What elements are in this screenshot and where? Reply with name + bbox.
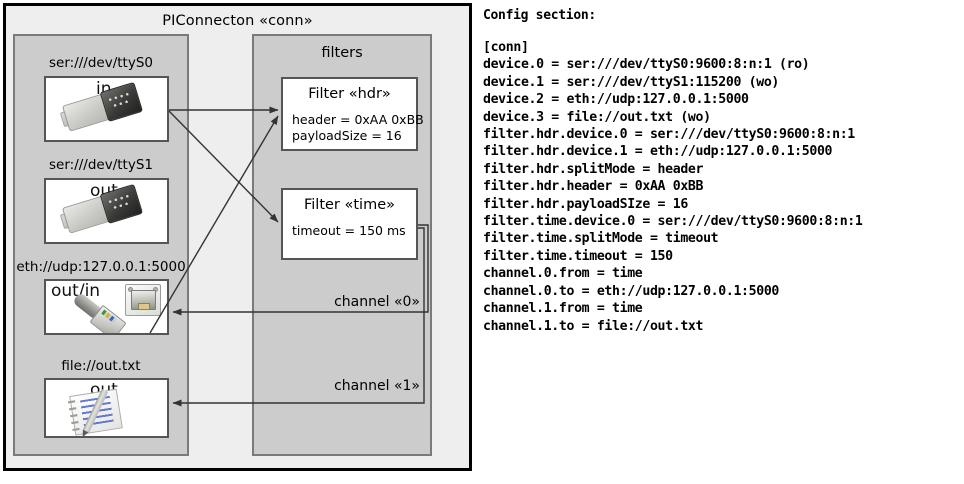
- filter-prop: header = 0xAA 0xBB: [292, 112, 424, 127]
- device-card-ethernet-udp[interactable]: out/in: [44, 279, 169, 335]
- device-direction-2: out/in: [51, 281, 101, 301]
- config-line: channel.0.from = time: [483, 266, 643, 282]
- channel-label-1: channel «1»: [334, 378, 420, 394]
- config-line: device.0 = ser:///dev/ttyS0:9600:8:n:1 (…: [483, 57, 810, 73]
- config-line: device.3 = file://out.txt (wo): [483, 109, 711, 125]
- config-line: filter.hdr.device.0 = ser:///dev/ttyS0:9…: [483, 127, 855, 143]
- config-line: channel.1.from = time: [483, 301, 643, 317]
- filters-panel-title: filters: [321, 45, 363, 61]
- device-label-0: ser:///dev/ttyS0: [49, 55, 153, 71]
- device-card-serial-ttys0[interactable]: in: [44, 76, 169, 142]
- config-line: device.1 = ser:///dev/ttyS1:115200 (wo): [483, 74, 779, 90]
- notepad-icon: [67, 388, 125, 436]
- config-line: filter.hdr.header = 0xAA 0xBB: [483, 179, 704, 195]
- ethernet-jack-icon: [125, 284, 161, 316]
- filter-card-hdr[interactable]: Filter «hdr» header = 0xAA 0xBB payloadS…: [281, 77, 424, 151]
- config-section: Config section: [conn] device.0 = ser:///…: [483, 8, 961, 335]
- config-line: filter.hdr.device.1 = eth://udp:127.0.0.…: [483, 144, 833, 160]
- channel-label-0: channel «0»: [334, 294, 420, 310]
- config-line: filter.time.timeout = 150: [483, 248, 673, 264]
- filter-props-time: timeout = 150 ms: [292, 223, 406, 239]
- device-label-3: file://out.txt: [61, 358, 141, 374]
- config-line: device.2 = eth://udp:127.0.0.1:5000: [483, 92, 749, 108]
- device-card-serial-ttys1[interactable]: out: [44, 178, 169, 244]
- config-line: channel.0.to = eth://udp:127.0.0.1:5000: [483, 283, 779, 299]
- config-heading: Config section:: [483, 8, 596, 23]
- config-lines: [conn] device.0 = ser:///dev/ttyS0:9600:8…: [483, 39, 961, 335]
- filter-props-hdr: header = 0xAA 0xBB payloadSize = 16: [292, 112, 424, 144]
- diagram-title: PIConnecton «conn»: [162, 13, 313, 29]
- config-line: filter.hdr.splitMode = header: [483, 161, 704, 177]
- config-line: filter.time.splitMode = timeout: [483, 231, 719, 247]
- config-line: channel.1.to = file://out.txt: [483, 318, 704, 334]
- device-label-2: eth://udp:127.0.0.1:5000: [16, 259, 186, 275]
- filter-name-time: Filter «time»: [303, 197, 396, 213]
- config-line: [conn]: [483, 40, 529, 55]
- device-card-file-out[interactable]: out: [44, 378, 169, 438]
- config-line: filter.time.device.0 = ser:///dev/ttyS0:…: [483, 214, 863, 230]
- filter-prop: payloadSize = 16: [292, 128, 402, 143]
- filter-name-hdr: Filter «hdr»: [308, 86, 391, 102]
- device-label-1: ser:///dev/ttyS1: [49, 157, 153, 173]
- filter-card-time[interactable]: Filter «time» timeout = 150 ms: [281, 188, 418, 260]
- config-line: filter.hdr.payloadSIze = 16: [483, 196, 688, 212]
- filter-prop: timeout = 150 ms: [292, 223, 406, 238]
